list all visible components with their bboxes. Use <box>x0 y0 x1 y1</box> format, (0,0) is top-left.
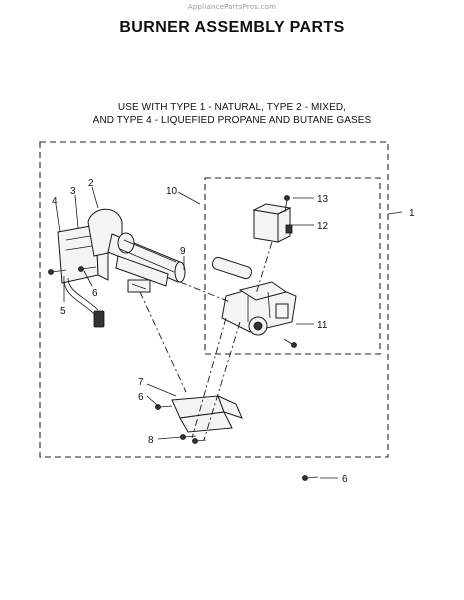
callout-9: 9 <box>180 246 186 257</box>
screw-left <box>48 269 67 275</box>
assembly-line-3 <box>203 321 241 441</box>
assembly-boundary-outer <box>39 141 389 458</box>
callout-5: 5 <box>60 306 66 317</box>
callout-13: 13 <box>317 194 329 205</box>
callout-2: 2 <box>88 178 94 189</box>
assembly-line-4 <box>255 241 273 295</box>
valve-screw-top <box>284 195 290 213</box>
callout-11: 11 <box>317 320 328 331</box>
burner-tube <box>87 208 186 283</box>
loose-screw <box>302 475 319 481</box>
screw-bracket <box>78 266 97 272</box>
assembly-line-5 <box>179 281 231 303</box>
callout-3: 3 <box>70 186 76 197</box>
bracket-screws-pair <box>180 434 207 444</box>
assembly-line-2 <box>191 317 227 439</box>
callout-8: 8 <box>148 435 154 446</box>
mounting-bracket <box>171 395 243 433</box>
valve-coil <box>252 203 293 243</box>
valve-screw-right <box>283 338 297 348</box>
callout-4: 4 <box>52 196 58 207</box>
gas-valve-body <box>211 256 297 336</box>
bracket-screw <box>155 404 173 410</box>
subtitle-line-2: AND TYPE 4 - LIQUEFIED PROPANE AND BUTAN… <box>92 115 372 126</box>
callout-6-bracket: 6 <box>92 288 98 299</box>
subtitle-line-1: USE WITH TYPE 1 - NATURAL, TYPE 2 - MIXE… <box>117 102 347 113</box>
callout-10: 10 <box>166 186 178 197</box>
callout-1: 1 <box>409 208 415 219</box>
callout-6-loose: 6 <box>342 474 348 485</box>
page-title: BURNER ASSEMBLY PARTS <box>119 19 345 36</box>
callout-12: 12 <box>317 221 329 232</box>
watermark: AppliancePartsPros.com <box>187 3 277 11</box>
assembly-boundary-valve <box>204 177 381 355</box>
flame-sensor <box>115 255 169 293</box>
assembly-line-1 <box>139 291 187 393</box>
callout-7: 7 <box>138 377 144 388</box>
igniter-wire <box>63 275 105 328</box>
callout-6-mounting: 6 <box>138 392 144 403</box>
leader-lines <box>55 186 403 479</box>
